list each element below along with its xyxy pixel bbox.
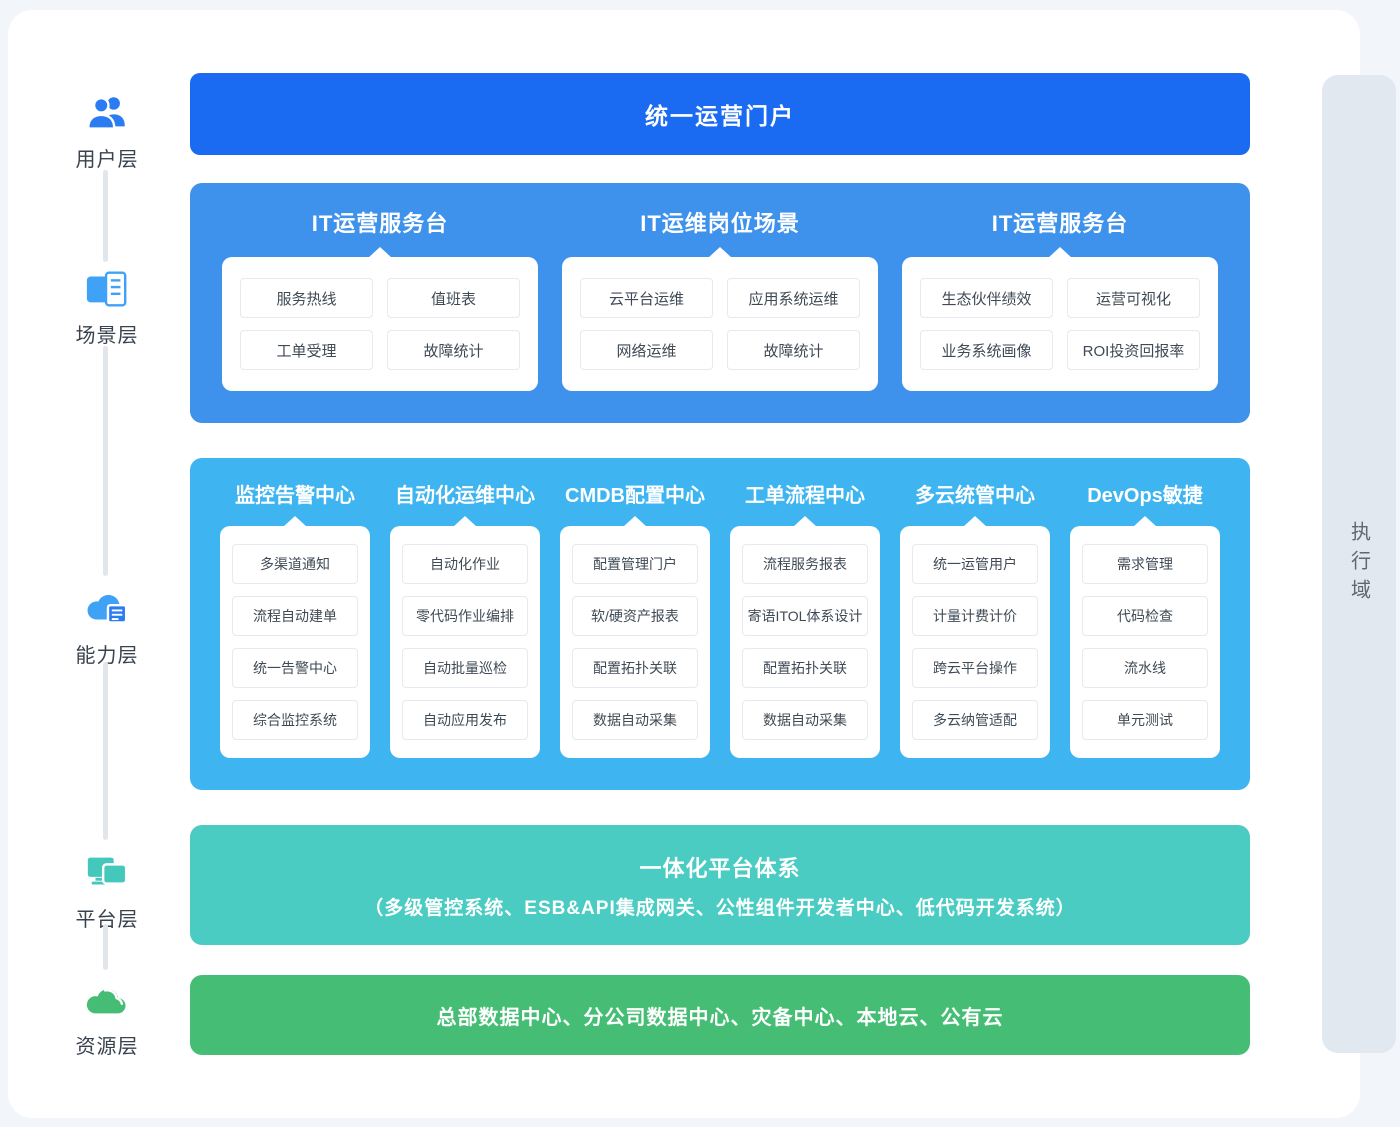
cloud-server-icon <box>87 594 128 624</box>
feature-chip: 云平台运维 <box>580 278 713 318</box>
feature-chip: 流程自动建单 <box>232 596 358 636</box>
feature-chip: ROI投资回报率 <box>1067 330 1200 370</box>
capability-column-card: 配置管理门户 软/硬资产报表 配置拓扑关联 数据自动采集 <box>560 526 710 758</box>
scenario-group: IT运维岗位场景 云平台运维 应用系统运维 网络运维 故障统计 <box>562 183 878 423</box>
scenario-group: IT运营服务台 生态伙伴绩效 运营可视化 业务系统画像 ROI投资回报率 <box>902 183 1218 423</box>
layer-resource: 资源层 <box>55 977 159 1059</box>
scenario-group-title: IT运营服务台 <box>991 211 1129 236</box>
feature-chip: 单元测试 <box>1082 700 1208 740</box>
capability-column-card: 自动化作业 零代码作业编排 自动批量巡检 自动应用发布 <box>390 526 540 758</box>
capability-column: 多云统管中心 统一运管用户 计量计费计价 跨云平台操作 多云纳管适配 <box>900 458 1050 790</box>
portal-banner-label: 统一运营门户 <box>645 103 795 129</box>
capability-column-card: 多渠道通知 流程自动建单 统一告警中心 综合监控系统 <box>220 526 370 758</box>
feature-chip: 故障统计 <box>727 330 860 370</box>
unified-operation-portal-banner: 统一运营门户 <box>190 73 1250 155</box>
layer-platform-label: 平台层 <box>75 909 139 931</box>
capability-layer-section: 监控告警中心 多渠道通知 流程自动建单 统一告警中心 综合监控系统 自动化运维中… <box>190 458 1250 790</box>
scenario-layer-section: IT运营服务台 服务热线 值班表 工单受理 故障统计 IT运维岗位场景 云平台运… <box>190 183 1250 423</box>
feature-chip: 零代码作业编排 <box>402 596 528 636</box>
scenario-group: IT运营服务台 服务热线 值班表 工单受理 故障统计 <box>222 183 538 423</box>
feature-chip: 流程服务报表 <box>742 544 868 584</box>
capability-column: 监控告警中心 多渠道通知 流程自动建单 统一告警中心 综合监控系统 <box>220 458 370 790</box>
platform-banner-subtitle: （多级管控系统、ESB&API集成网关、公性组件开发者中心、低代码开发系统） <box>364 897 1076 919</box>
feature-chip: 应用系统运维 <box>727 278 860 318</box>
layer-resource-label: 资源层 <box>75 1036 139 1058</box>
rail-connector <box>103 346 108 576</box>
feature-chip: 生态伙伴绩效 <box>920 278 1053 318</box>
capability-column: 工单流程中心 流程服务报表 寄语ITOL体系设计 配置拓扑关联 数据自动采集 <box>730 458 880 790</box>
rail-connector <box>103 924 108 970</box>
feature-chip: 自动批量巡检 <box>402 648 528 688</box>
layer-platform: 平台层 <box>55 850 159 932</box>
feature-chip: 服务热线 <box>240 278 373 318</box>
capability-column: CMDB配置中心 配置管理门户 软/硬资产报表 配置拓扑关联 数据自动采集 <box>560 458 710 790</box>
feature-chip: 流水线 <box>1082 648 1208 688</box>
feature-chip: 自动化作业 <box>402 544 528 584</box>
devices-icon <box>87 857 128 885</box>
feature-chip: 跨云平台操作 <box>912 648 1038 688</box>
feature-chip: 自动应用发布 <box>402 700 528 740</box>
platform-banner-title: 一体化平台体系 <box>639 855 801 881</box>
feature-chip: 寄语ITOL体系设计 <box>742 596 868 636</box>
capability-column-card: 流程服务报表 寄语ITOL体系设计 配置拓扑关联 数据自动采集 <box>730 526 880 758</box>
feature-chip: 综合监控系统 <box>232 700 358 740</box>
layer-scenario-label: 场景层 <box>75 325 139 347</box>
capability-column-title: DevOps敏捷 <box>1087 485 1203 507</box>
feature-chip: 值班表 <box>387 278 520 318</box>
capability-column-card: 统一运管用户 计量计费计价 跨云平台操作 多云纳管适配 <box>900 526 1050 758</box>
scenario-group-title: IT运营服务台 <box>311 211 449 236</box>
feature-chip: 代码检查 <box>1082 596 1208 636</box>
execution-domain-label: 执行域 <box>1347 520 1370 608</box>
layer-scenario: 场景层 <box>55 266 159 348</box>
feature-chip: 软/硬资产报表 <box>572 596 698 636</box>
scenario-group-card: 云平台运维 应用系统运维 网络运维 故障统计 <box>562 257 878 391</box>
rail-connector <box>103 170 108 262</box>
capability-column-title: 自动化运维中心 <box>395 485 535 507</box>
capability-column-title: 多云统管中心 <box>915 485 1035 507</box>
feature-chip: 统一告警中心 <box>232 648 358 688</box>
layer-users-label: 用户层 <box>75 149 139 171</box>
scenario-group-card: 生态伙伴绩效 运营可视化 业务系统画像 ROI投资回报率 <box>902 257 1218 391</box>
feature-chip: 多云纳管适配 <box>912 700 1038 740</box>
feature-chip: 配置拓扑关联 <box>572 648 698 688</box>
feature-chip: 需求管理 <box>1082 544 1208 584</box>
capability-column-title: 监控告警中心 <box>235 485 355 507</box>
scenario-group-title: IT运维岗位场景 <box>640 211 800 236</box>
feature-chip: 配置拓扑关联 <box>742 648 868 688</box>
layer-capability: 能力层 <box>55 586 159 668</box>
scenario-group-card: 服务热线 值班表 工单受理 故障统计 <box>222 257 538 391</box>
feature-chip: 运营可视化 <box>1067 278 1200 318</box>
feature-chip: 网络运维 <box>580 330 713 370</box>
feature-chip: 故障统计 <box>387 330 520 370</box>
platform-layer-banner: 一体化平台体系 （多级管控系统、ESB&API集成网关、公性组件开发者中心、低代… <box>190 825 1250 945</box>
resource-layer-banner: 总部数据中心、分公司数据中心、灾备中心、本地云、公有云 <box>190 975 1250 1055</box>
capability-column-title: CMDB配置中心 <box>565 485 705 507</box>
feature-chip: 工单受理 <box>240 330 373 370</box>
cloud-icon <box>86 989 126 1014</box>
rail-connector <box>103 662 108 840</box>
layer-users: 用户层 <box>55 90 159 172</box>
capability-column-card: 需求管理 代码检查 流水线 单元测试 <box>1070 526 1220 758</box>
feature-chip: 统一运管用户 <box>912 544 1038 584</box>
users-icon <box>87 96 125 130</box>
layer-capability-label: 能力层 <box>75 645 139 667</box>
feature-chip: 数据自动采集 <box>572 700 698 740</box>
capability-column-title: 工单流程中心 <box>745 485 865 507</box>
capability-column: DevOps敏捷 需求管理 代码检查 流水线 单元测试 <box>1070 458 1220 790</box>
execution-domain-bar: 执行域 <box>1322 75 1396 1053</box>
capability-column: 自动化运维中心 自动化作业 零代码作业编排 自动批量巡检 自动应用发布 <box>390 458 540 790</box>
feature-chip: 计量计费计价 <box>912 596 1038 636</box>
resource-banner-label: 总部数据中心、分公司数据中心、灾备中心、本地云、公有云 <box>436 1006 1004 1029</box>
feature-chip: 数据自动采集 <box>742 700 868 740</box>
feature-chip: 配置管理门户 <box>572 544 698 584</box>
feature-chip: 多渠道通知 <box>232 544 358 584</box>
scenario-card-icon <box>86 271 127 307</box>
feature-chip: 业务系统画像 <box>920 330 1053 370</box>
